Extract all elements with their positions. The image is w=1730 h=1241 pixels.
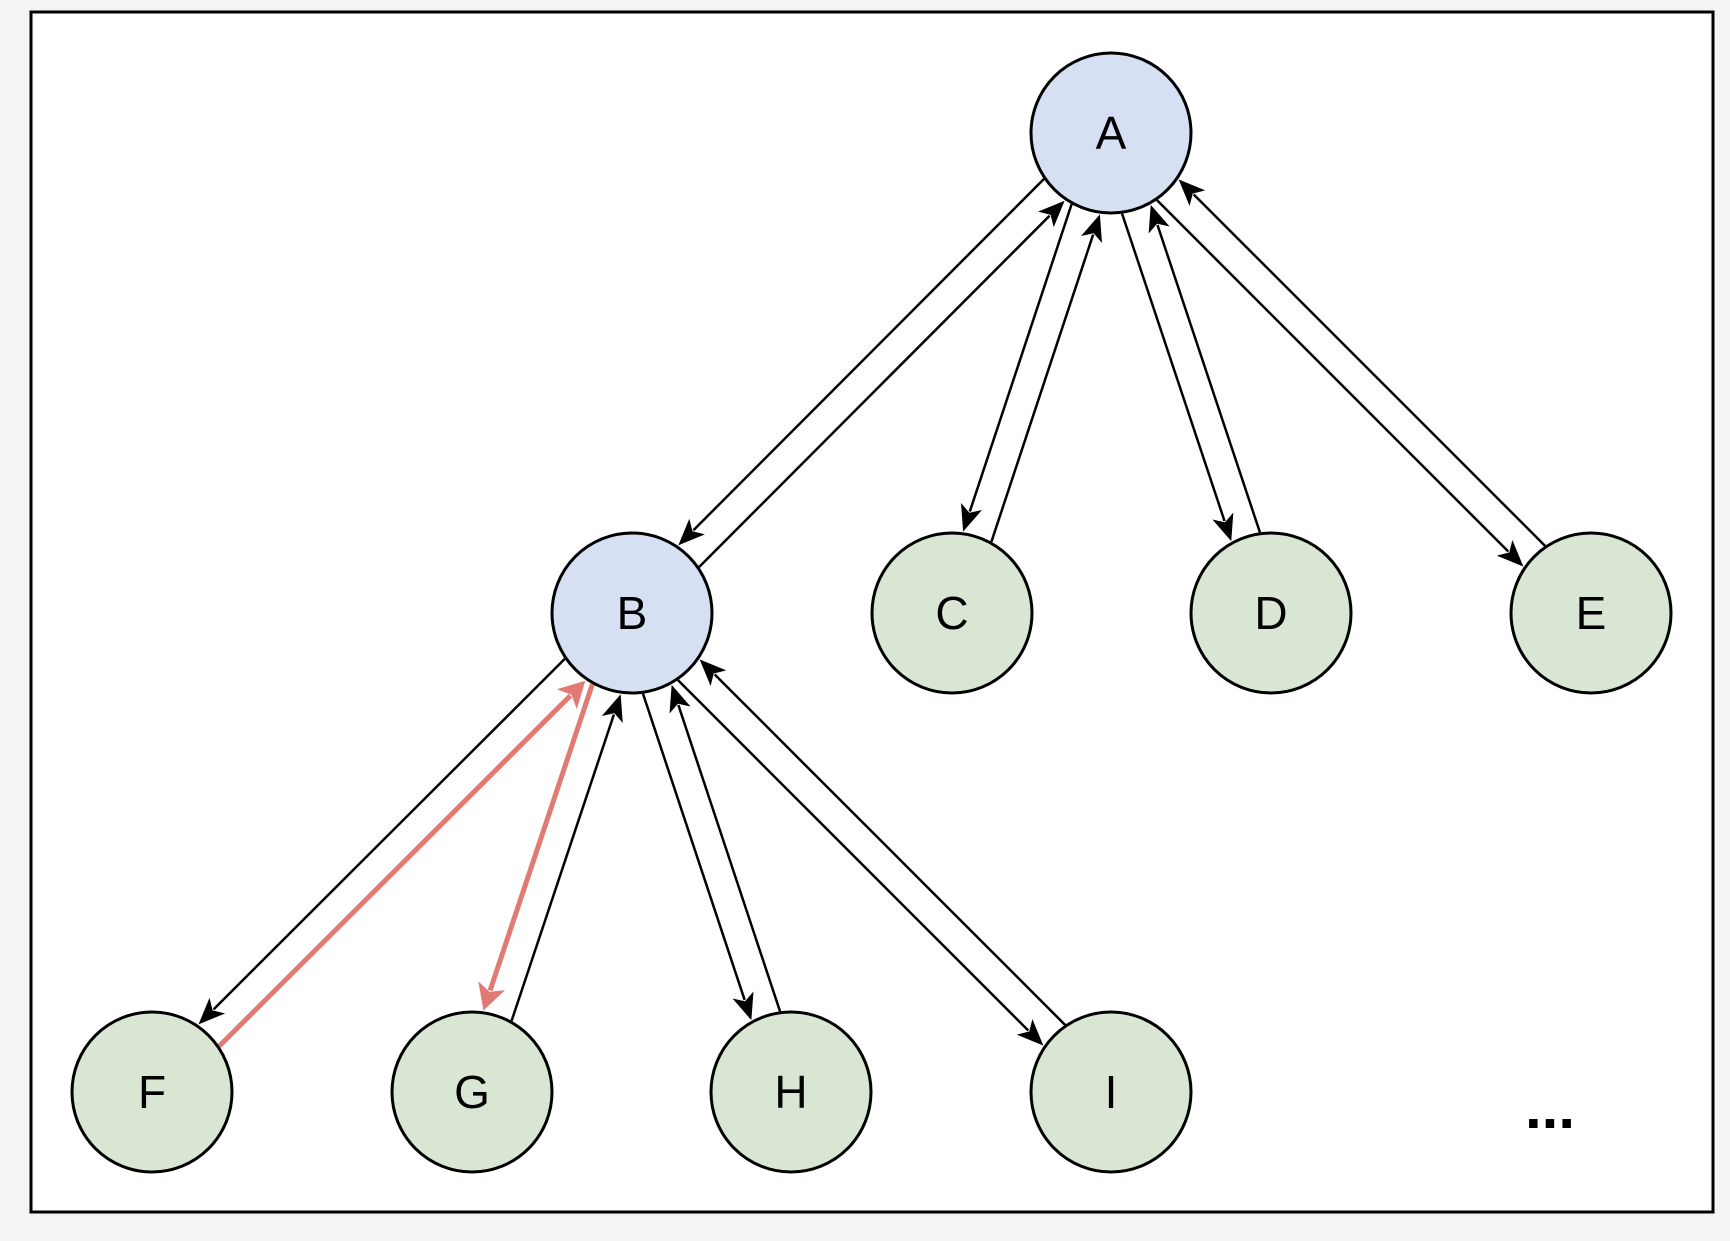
edge-A-to-C bbox=[960, 203, 1073, 532]
edge-I-to-B bbox=[699, 659, 1066, 1026]
node-f: F bbox=[70, 1010, 234, 1174]
edge-line bbox=[677, 679, 1030, 1032]
arrowhead bbox=[1178, 179, 1206, 207]
edge-F-to-B bbox=[217, 680, 586, 1048]
node-circle bbox=[870, 531, 1034, 695]
node-label: F bbox=[138, 1066, 166, 1118]
node-label: G bbox=[454, 1066, 490, 1118]
node-i: I bbox=[1029, 1010, 1193, 1174]
node-label: B bbox=[617, 587, 648, 639]
edge-B-to-H bbox=[641, 693, 754, 1021]
node-label: H bbox=[774, 1066, 807, 1118]
edge-A-to-E bbox=[1156, 199, 1524, 567]
arrowhead bbox=[678, 518, 705, 546]
edge-B-to-A bbox=[698, 200, 1065, 568]
arrowhead bbox=[478, 981, 506, 1011]
node-d: D bbox=[1189, 531, 1353, 695]
arrowhead bbox=[1148, 204, 1170, 234]
node-h: H bbox=[709, 1010, 873, 1174]
edge-line bbox=[217, 693, 573, 1048]
edge-line bbox=[212, 658, 566, 1011]
node-g: G bbox=[390, 1010, 554, 1174]
edge-G-to-B bbox=[510, 694, 623, 1022]
node-label: A bbox=[1096, 107, 1127, 159]
arrowhead bbox=[960, 503, 982, 532]
edge-line bbox=[692, 178, 1045, 532]
arrowhead bbox=[198, 997, 226, 1025]
edge-line bbox=[990, 234, 1095, 543]
node-label: I bbox=[1105, 1066, 1118, 1118]
node-circle bbox=[709, 1010, 873, 1174]
edge-B-to-G bbox=[478, 683, 595, 1011]
node-circle bbox=[1509, 531, 1673, 695]
edge-E-to-A bbox=[1178, 179, 1546, 547]
edge-line bbox=[677, 704, 782, 1012]
node-label: E bbox=[1576, 587, 1607, 639]
node-circle bbox=[70, 1010, 234, 1174]
node-b: B bbox=[550, 531, 714, 695]
node-a: A bbox=[1029, 51, 1193, 215]
node-circle bbox=[390, 1010, 554, 1174]
node-e: E bbox=[1509, 531, 1673, 695]
edge-H-to-B bbox=[669, 684, 782, 1012]
arrowhead bbox=[556, 680, 586, 710]
node-label: D bbox=[1254, 587, 1287, 639]
node-label: C bbox=[935, 587, 968, 639]
edge-line bbox=[1192, 193, 1546, 547]
edge-line bbox=[1156, 199, 1510, 553]
arrowhead bbox=[1496, 539, 1524, 567]
edge-C-to-A bbox=[990, 214, 1103, 543]
edge-A-to-B bbox=[678, 178, 1045, 546]
node-circle bbox=[1029, 51, 1193, 215]
arrowhead bbox=[732, 991, 754, 1021]
arrowhead bbox=[699, 659, 727, 687]
node-circle bbox=[550, 531, 714, 695]
ellipsis-text: ... bbox=[1525, 1074, 1575, 1141]
arrowhead bbox=[1212, 512, 1234, 542]
arrowhead bbox=[1081, 214, 1103, 243]
edge-line bbox=[487, 683, 595, 992]
edge-D-to-A bbox=[1148, 204, 1262, 533]
edge-line bbox=[1120, 213, 1226, 522]
edge-line bbox=[968, 203, 1073, 512]
arrowhead bbox=[601, 694, 623, 723]
node-circle bbox=[1029, 1010, 1193, 1174]
node-circle bbox=[1189, 531, 1353, 695]
edge-B-to-F bbox=[198, 658, 566, 1025]
edge-A-to-D bbox=[1120, 213, 1234, 542]
edges-layer bbox=[198, 178, 1546, 1048]
arrowhead bbox=[1016, 1018, 1044, 1046]
edge-line bbox=[698, 214, 1051, 568]
node-c: C bbox=[870, 531, 1034, 695]
arrowhead bbox=[1038, 200, 1065, 228]
edge-line bbox=[1156, 224, 1262, 533]
nodes-layer: A B C D E F G H I bbox=[70, 51, 1673, 1174]
edge-B-to-I bbox=[677, 679, 1044, 1046]
edge-line bbox=[713, 673, 1066, 1026]
edge-line bbox=[641, 693, 746, 1001]
edge-line bbox=[510, 714, 616, 1022]
arrowhead bbox=[669, 684, 691, 714]
